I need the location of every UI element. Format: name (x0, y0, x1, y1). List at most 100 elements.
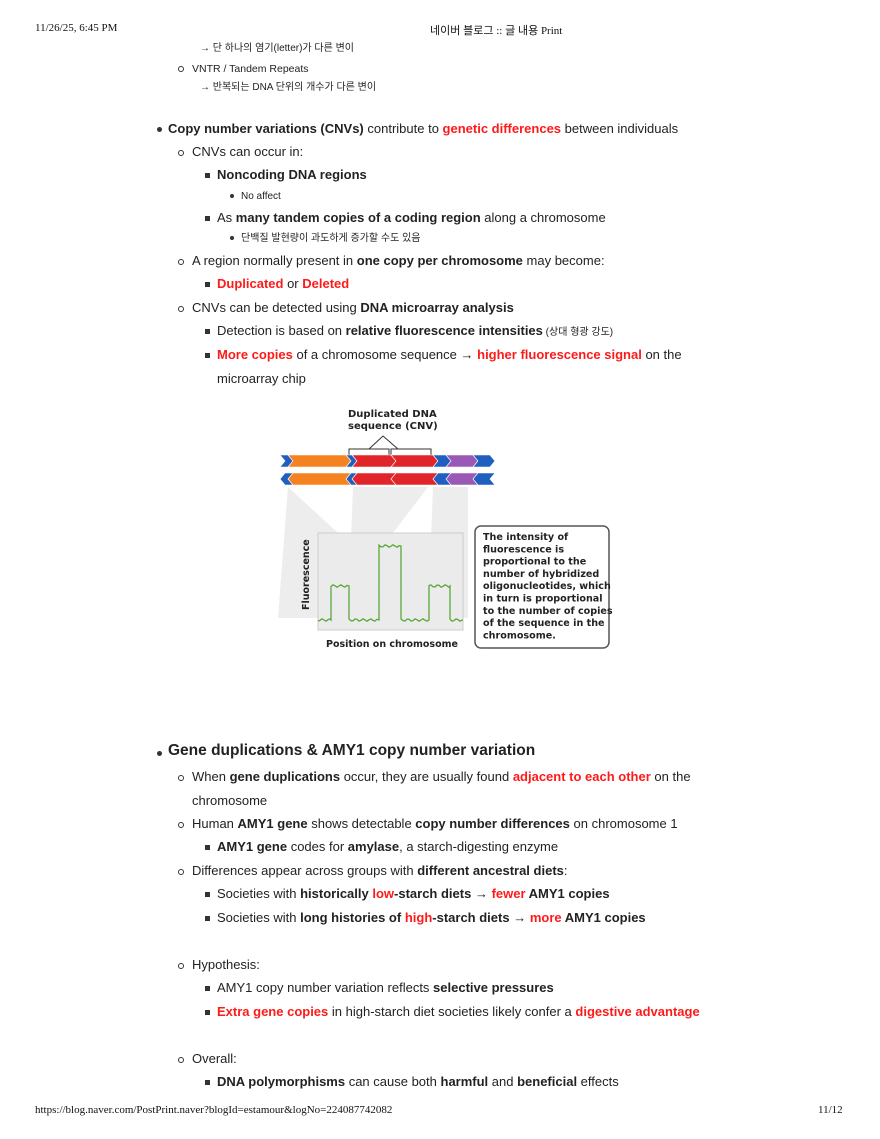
list-item: DNA polymorphisms can cause both harmful… (217, 1074, 619, 1090)
text: Human (192, 816, 238, 831)
list-item: VNTR / Tandem Repeats (192, 61, 309, 77)
callout-line: number of hybridized (483, 569, 599, 580)
x-axis-label: Position on chromosome (326, 639, 458, 650)
highlight-text: higher fluorescence signal (477, 347, 642, 362)
square-bullet-icon (205, 892, 210, 897)
bold-text: relative fluorescence intensities (345, 323, 543, 338)
highlight-text: genetic differences (442, 121, 562, 136)
callout-line: to the number of copies (483, 606, 613, 617)
square-bullet-icon (205, 1080, 210, 1085)
purple-segment (445, 454, 479, 468)
list-item: Copy number variations (CNVs) contribute… (168, 121, 678, 137)
bold-text: DNA microarray analysis (360, 300, 514, 315)
list-item: CNVs can occur in: (192, 144, 303, 160)
list-item: Societies with historically low-starch d… (217, 886, 610, 902)
text: CNVs can be detected using (192, 300, 361, 315)
text: may become: (522, 253, 605, 268)
orange-segment (287, 472, 352, 486)
circle-bullet-icon (178, 1057, 184, 1063)
circle-bullet-icon (178, 963, 184, 969)
bold-text: Noncoding DNA regions (217, 167, 367, 182)
bold-text: -starch diets (394, 886, 472, 901)
print-title: 네이버 블로그 :: 글 내용 Print (430, 25, 563, 37)
list-item: AMY1 copy number variation reflects sele… (217, 980, 554, 996)
plot-area (317, 532, 464, 631)
bold-text: amylase (347, 839, 400, 854)
highlight-text: digestive advantage (575, 1004, 700, 1019)
bold-text: many tandem copies of a coding region (235, 210, 481, 225)
bold-text: beneficial (517, 1074, 578, 1089)
text: of a chromosome sequence → (292, 347, 478, 362)
text: → 단 하나의 염기(letter)가 다른 변이 (200, 43, 354, 54)
text: When (192, 769, 230, 784)
list-item: AMY1 gene codes for amylase, a starch-di… (217, 839, 558, 855)
text: on the (641, 347, 682, 362)
text: A region normally present in (192, 253, 357, 268)
list-item: No affect (241, 189, 281, 205)
list-item: More copies of a chromosome sequence → h… (217, 347, 682, 363)
bold-text: one copy per chromosome (356, 253, 523, 268)
list-item: Human AMY1 gene shows detectable copy nu… (192, 816, 678, 832)
fluorescence-trace (317, 543, 464, 622)
highlight-text: Extra gene copies (217, 1004, 329, 1019)
highlight-text: low (372, 886, 395, 901)
circle-bullet-icon (178, 822, 184, 828)
highlight-text: more (529, 910, 562, 925)
highlight-text: More copies (217, 347, 293, 362)
callout-line: oligonucleotides, which (483, 581, 611, 592)
page-number: 11/12 (818, 1104, 843, 1116)
text: AMY1 copy number variation reflects (217, 980, 434, 995)
text: between individuals (561, 121, 679, 136)
text: Overall: (192, 1051, 237, 1066)
highlight-text: Duplicated (217, 276, 284, 291)
list-item: A region normally present in one copy pe… (192, 253, 605, 269)
text: Detection is based on (217, 323, 346, 338)
blue-segment (472, 454, 496, 468)
list-item: Overall: (192, 1051, 237, 1067)
text: Societies with (217, 910, 301, 925)
list-item: CNVs can be detected using DNA microarra… (192, 300, 514, 316)
text: , a starch-digesting enzyme (399, 839, 559, 854)
highlight-text: fewer (491, 886, 526, 901)
list-item: chromosome (192, 793, 267, 809)
text: → 반복되는 DNA 단위의 개수가 다른 변이 (200, 82, 377, 93)
chromosome-strands (279, 454, 496, 486)
bold-text: AMY1 gene (237, 816, 308, 831)
square-bullet-icon (205, 1010, 210, 1015)
disc-bullet-icon (230, 194, 234, 198)
text: shows detectable (307, 816, 416, 831)
list-item: → 반복되는 DNA 단위의 개수가 다른 변이 (200, 80, 376, 96)
highlight-text: high (404, 910, 433, 925)
callout-line: chromosome. (483, 630, 556, 641)
text: occur, they are usually found (340, 769, 513, 784)
square-bullet-icon (205, 329, 210, 334)
text: contribute to (363, 121, 443, 136)
bold-text: long histories of (300, 910, 405, 925)
orange-segment (287, 454, 352, 468)
section-heading: Gene duplications & AMY1 copy number var… (168, 743, 535, 759)
list-item: 단백질 발현량이 과도하게 증가할 수도 있음 (241, 231, 421, 247)
text: or (283, 276, 303, 291)
text: chromosome (192, 793, 268, 808)
print-datetime: 11/26/25, 6:45 PM (35, 22, 118, 34)
text: codes for (287, 839, 348, 854)
bold-text: harmful (440, 1074, 489, 1089)
text: : (563, 863, 568, 878)
list-item: Societies with long histories of high-st… (217, 910, 646, 926)
circle-bullet-icon (178, 306, 184, 312)
bold-text: AMY1 gene (217, 839, 288, 854)
figure-label-line2: sequence (CNV) (348, 421, 438, 432)
list-item: Hypothesis: (192, 957, 260, 973)
text: 단백질 발현량이 과도하게 증가할 수도 있음 (241, 233, 421, 244)
text: Gene duplications & AMY1 copy number var… (168, 742, 536, 759)
callout-line: in turn is proportional (483, 594, 603, 605)
square-bullet-icon (205, 353, 210, 358)
square-bullet-icon (205, 845, 210, 850)
square-bullet-icon (205, 282, 210, 287)
text: Societies with (217, 886, 301, 901)
text: can cause both (345, 1074, 441, 1089)
text: (상대 형광 강도) (542, 327, 614, 338)
square-bullet-icon (205, 216, 210, 221)
square-bullet-icon (205, 986, 210, 991)
